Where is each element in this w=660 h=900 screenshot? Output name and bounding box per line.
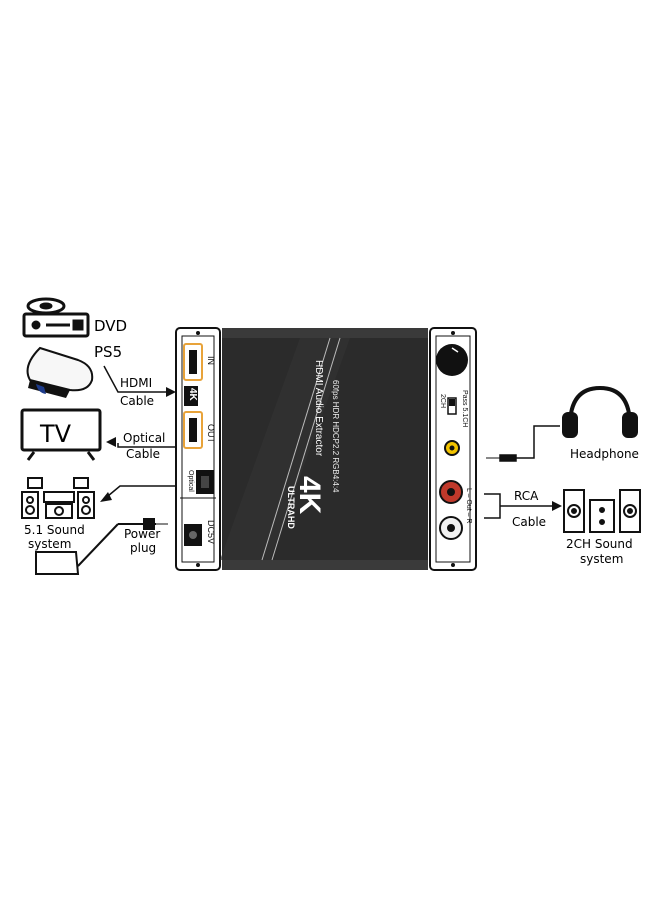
device-left-panel (175, 327, 221, 571)
device-spec: 60fps HDR HDCP2.2 RGB4:4:4 (331, 380, 340, 493)
headphone-cable (486, 425, 560, 462)
right-panel-switch-top: 2CH (439, 394, 446, 409)
tv-screen-label: TV (39, 420, 72, 448)
optical-to-speaker-arrow (100, 485, 176, 502)
hdmi-cable-arrow (103, 365, 176, 397)
sound-system-2ch-icon (563, 489, 641, 533)
power-plug-label-2: plug (130, 541, 156, 555)
optical-cable-label-2: Cable (126, 447, 160, 461)
sound-system-2ch-label-1: 2CH Sound (566, 537, 633, 551)
device-logo-ultrahd: ULTRAHD (286, 486, 296, 529)
hdmi-cable-label-1: HDMI (120, 376, 152, 390)
rca-cable-label-2: Cable (512, 515, 546, 529)
left-panel-dc-label: DC5V (206, 520, 216, 545)
sound-system-5-1-label-1: 5.1 Sound (24, 523, 85, 537)
left-panel-in-label: IN (206, 356, 216, 365)
ps5-label: PS5 (94, 343, 122, 361)
left-panel-badge: 4K (187, 388, 198, 401)
volume-knob (436, 344, 468, 376)
sound-system-2ch-label-2: system (580, 552, 623, 566)
headphone-icon (562, 385, 638, 438)
left-panel-optical-label: Optical (187, 470, 194, 492)
optical-cable-label-1: Optical (123, 431, 165, 445)
dvd-player-icon (22, 297, 90, 338)
device-right-panel (429, 327, 477, 571)
device-logo-4k: 4K (293, 476, 326, 515)
power-plug-icon (35, 518, 168, 575)
headphone-label: Headphone (570, 447, 639, 461)
extractor-device-body (220, 328, 428, 570)
hdmi-cable-label-2: Cable (120, 394, 154, 408)
right-panel-out-label: L – Out – R (465, 488, 472, 524)
tv-icon (20, 408, 102, 461)
left-panel-out-label: OUT (206, 424, 216, 443)
ps5-console-icon (26, 346, 94, 398)
power-plug-label-1: Power (124, 527, 160, 541)
right-panel-switch-bottom: Pass 5.1CH (461, 390, 468, 428)
sound-system-5-1-label-2: system (28, 537, 71, 551)
sound-system-5-1-icon (21, 477, 95, 519)
rca-cable-label-1: RCA (514, 489, 539, 503)
device-title: HDMI Audio Extractor (313, 360, 324, 457)
rca-cable-arrow (484, 493, 562, 519)
dvd-label: DVD (94, 317, 127, 335)
optical-cable-arrow (106, 437, 176, 448)
